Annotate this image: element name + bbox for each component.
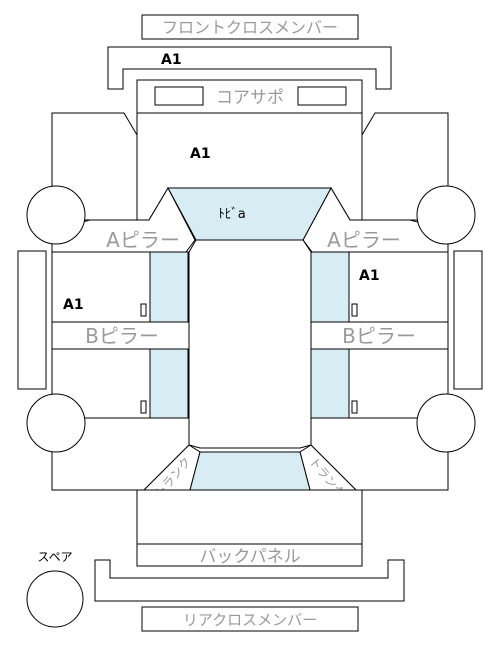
left-rear-wheel[interactable] [26,393,86,453]
core-support-label: コアサポ [216,88,284,108]
front-cross-member-box[interactable] [141,14,359,40]
left-b-pillar[interactable] [51,321,190,350]
core-support-left-slot [154,86,204,106]
right-rear-window[interactable] [310,348,350,419]
left-rear-door-handle [140,400,147,414]
right-front-wheel[interactable] [416,185,476,245]
right-side-step[interactable] [453,250,483,390]
left-front-door-code: A1 [63,297,84,313]
right-front-window[interactable] [310,251,350,323]
right-front-door-handle [351,303,358,317]
spare-tire[interactable] [26,570,84,628]
back-panel[interactable] [136,543,363,567]
left-front-door[interactable] [51,251,151,323]
rear-cross-member-box[interactable] [141,606,359,632]
roof-label: ﾄﾋﾞa [218,207,245,222]
left-b-pillar-label: Bピラー [85,324,159,348]
left-a-pillar-label: Aピラー [106,228,180,252]
rear-cross-member-label: リアクロスメンバー [183,611,317,629]
right-front-door-code: A1 [359,268,380,284]
left-side-step[interactable] [17,250,47,390]
windshield-glass[interactable] [167,187,332,241]
right-rear-wheel[interactable] [416,393,476,453]
left-rear-window[interactable] [149,348,189,419]
trunk-lid[interactable] [136,489,363,545]
left-front-window[interactable] [149,251,189,323]
back-panel-label: バックパネル [199,547,300,567]
core-support-right-slot [297,86,347,106]
front-member-bracket[interactable] [107,46,392,90]
right-a-pillar-label: Aピラー [327,228,401,252]
right-rear-door-handle [351,400,358,414]
front-member-code: A1 [161,52,182,68]
roof-panel[interactable] [188,239,312,449]
right-front-door[interactable] [348,251,449,323]
hood-code: A1 [190,146,211,162]
rear-glass[interactable] [189,451,311,491]
left-front-wheel[interactable] [26,185,86,245]
right-b-pillar-label: Bピラー [342,324,416,348]
right-b-pillar[interactable] [310,321,449,350]
front-cross-member-label: フロントクロスメンバー [162,18,338,37]
rear-member-bracket[interactable] [94,559,405,602]
spare-label: スペア [37,550,72,564]
left-front-door-handle [140,303,147,317]
